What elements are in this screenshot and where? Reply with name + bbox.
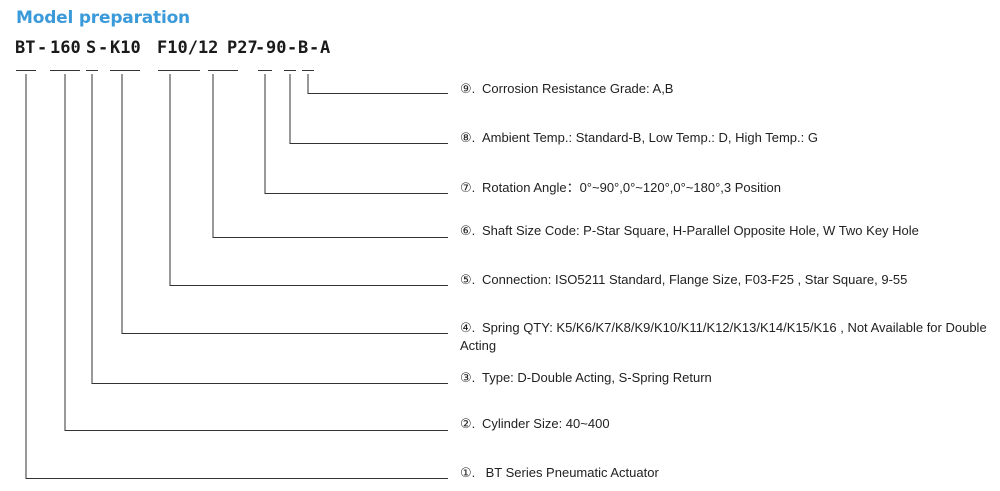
code-dash: - (255, 38, 266, 58)
leader-3 (91, 74, 448, 384)
desc-item-8: ⑧. Ambient Temp.: Standard-B, Low Temp.: … (460, 129, 818, 147)
code-dash: - (287, 38, 298, 58)
desc-item-3: ③. Type: D-Double Acting, S-Spring Return (460, 369, 712, 387)
item-number: ③. (460, 370, 476, 385)
leader-6 (212, 74, 448, 238)
item-text: Connection: ISO5211 Standard, Flange Siz… (482, 272, 908, 287)
item-text: Shaft Size Code: P-Star Square, H-Parall… (482, 223, 919, 238)
desc-item-9: ⑨. Corrosion Resistance Grade: A,B (460, 80, 673, 98)
leader-4 (121, 74, 448, 334)
item-number: ⑧. (460, 130, 476, 145)
leader-5 (169, 74, 448, 286)
item-text: Spring QTY: K5/K6/K7/K8/K9/K10/K11/K12/K… (460, 320, 987, 353)
code-corrosion: A (320, 38, 331, 58)
code-size: 160 (50, 38, 81, 58)
item-number: ⑤. (460, 272, 476, 287)
leader-1 (25, 74, 448, 479)
leader-8 (289, 74, 448, 144)
item-number: ⑦. (460, 180, 476, 195)
page-title: Model preparation (16, 8, 190, 28)
item-number: ⑥. (460, 223, 476, 238)
desc-item-4: ④.Spring QTY: K5/K6/K7/K8/K9/K10/K11/K12… (460, 319, 990, 355)
item-number: ④. (460, 320, 476, 335)
code-connection: F10/12 (157, 38, 219, 58)
item-text: Rotation Angle：0°~90°,0°~120°,0°~180°,3 … (482, 180, 781, 195)
item-number: ①. (460, 465, 476, 480)
leader-9 (307, 74, 448, 94)
desc-item-7: ⑦. Rotation Angle：0°~90°,0°~120°,0°~180°,… (460, 179, 781, 197)
item-text: Ambient Temp.: Standard-B, Low Temp.: D,… (482, 130, 818, 145)
item-text: BT Series Pneumatic Actuator (482, 465, 659, 480)
code-shaft: P27 (227, 38, 258, 58)
code-dash: - (98, 38, 109, 58)
code-type: S (86, 38, 97, 58)
leader-2 (64, 74, 448, 431)
code-series: BT (15, 38, 36, 58)
item-text: Type: D-Double Acting, S-Spring Return (482, 370, 712, 385)
code-angle: 90 (266, 38, 287, 58)
code-temp: B (298, 38, 309, 58)
item-text: Corrosion Resistance Grade: A,B (482, 81, 674, 96)
code-dash: - (309, 38, 320, 58)
desc-item-2: ②. Cylinder Size: 40~400 (460, 415, 610, 433)
desc-item-1: ①. BT Series Pneumatic Actuator (460, 464, 659, 482)
leader-7 (264, 74, 448, 194)
desc-item-6: ⑥. Shaft Size Code: P-Star Square, H-Para… (460, 222, 919, 240)
item-number: ②. (460, 416, 476, 431)
code-dash: - (37, 38, 48, 58)
item-number: ⑨. (460, 81, 476, 96)
code-spring: K10 (110, 38, 141, 58)
desc-item-5: ⑤. Connection: ISO5211 Standard, Flange S… (460, 271, 907, 289)
item-text: Cylinder Size: 40~400 (482, 416, 610, 431)
